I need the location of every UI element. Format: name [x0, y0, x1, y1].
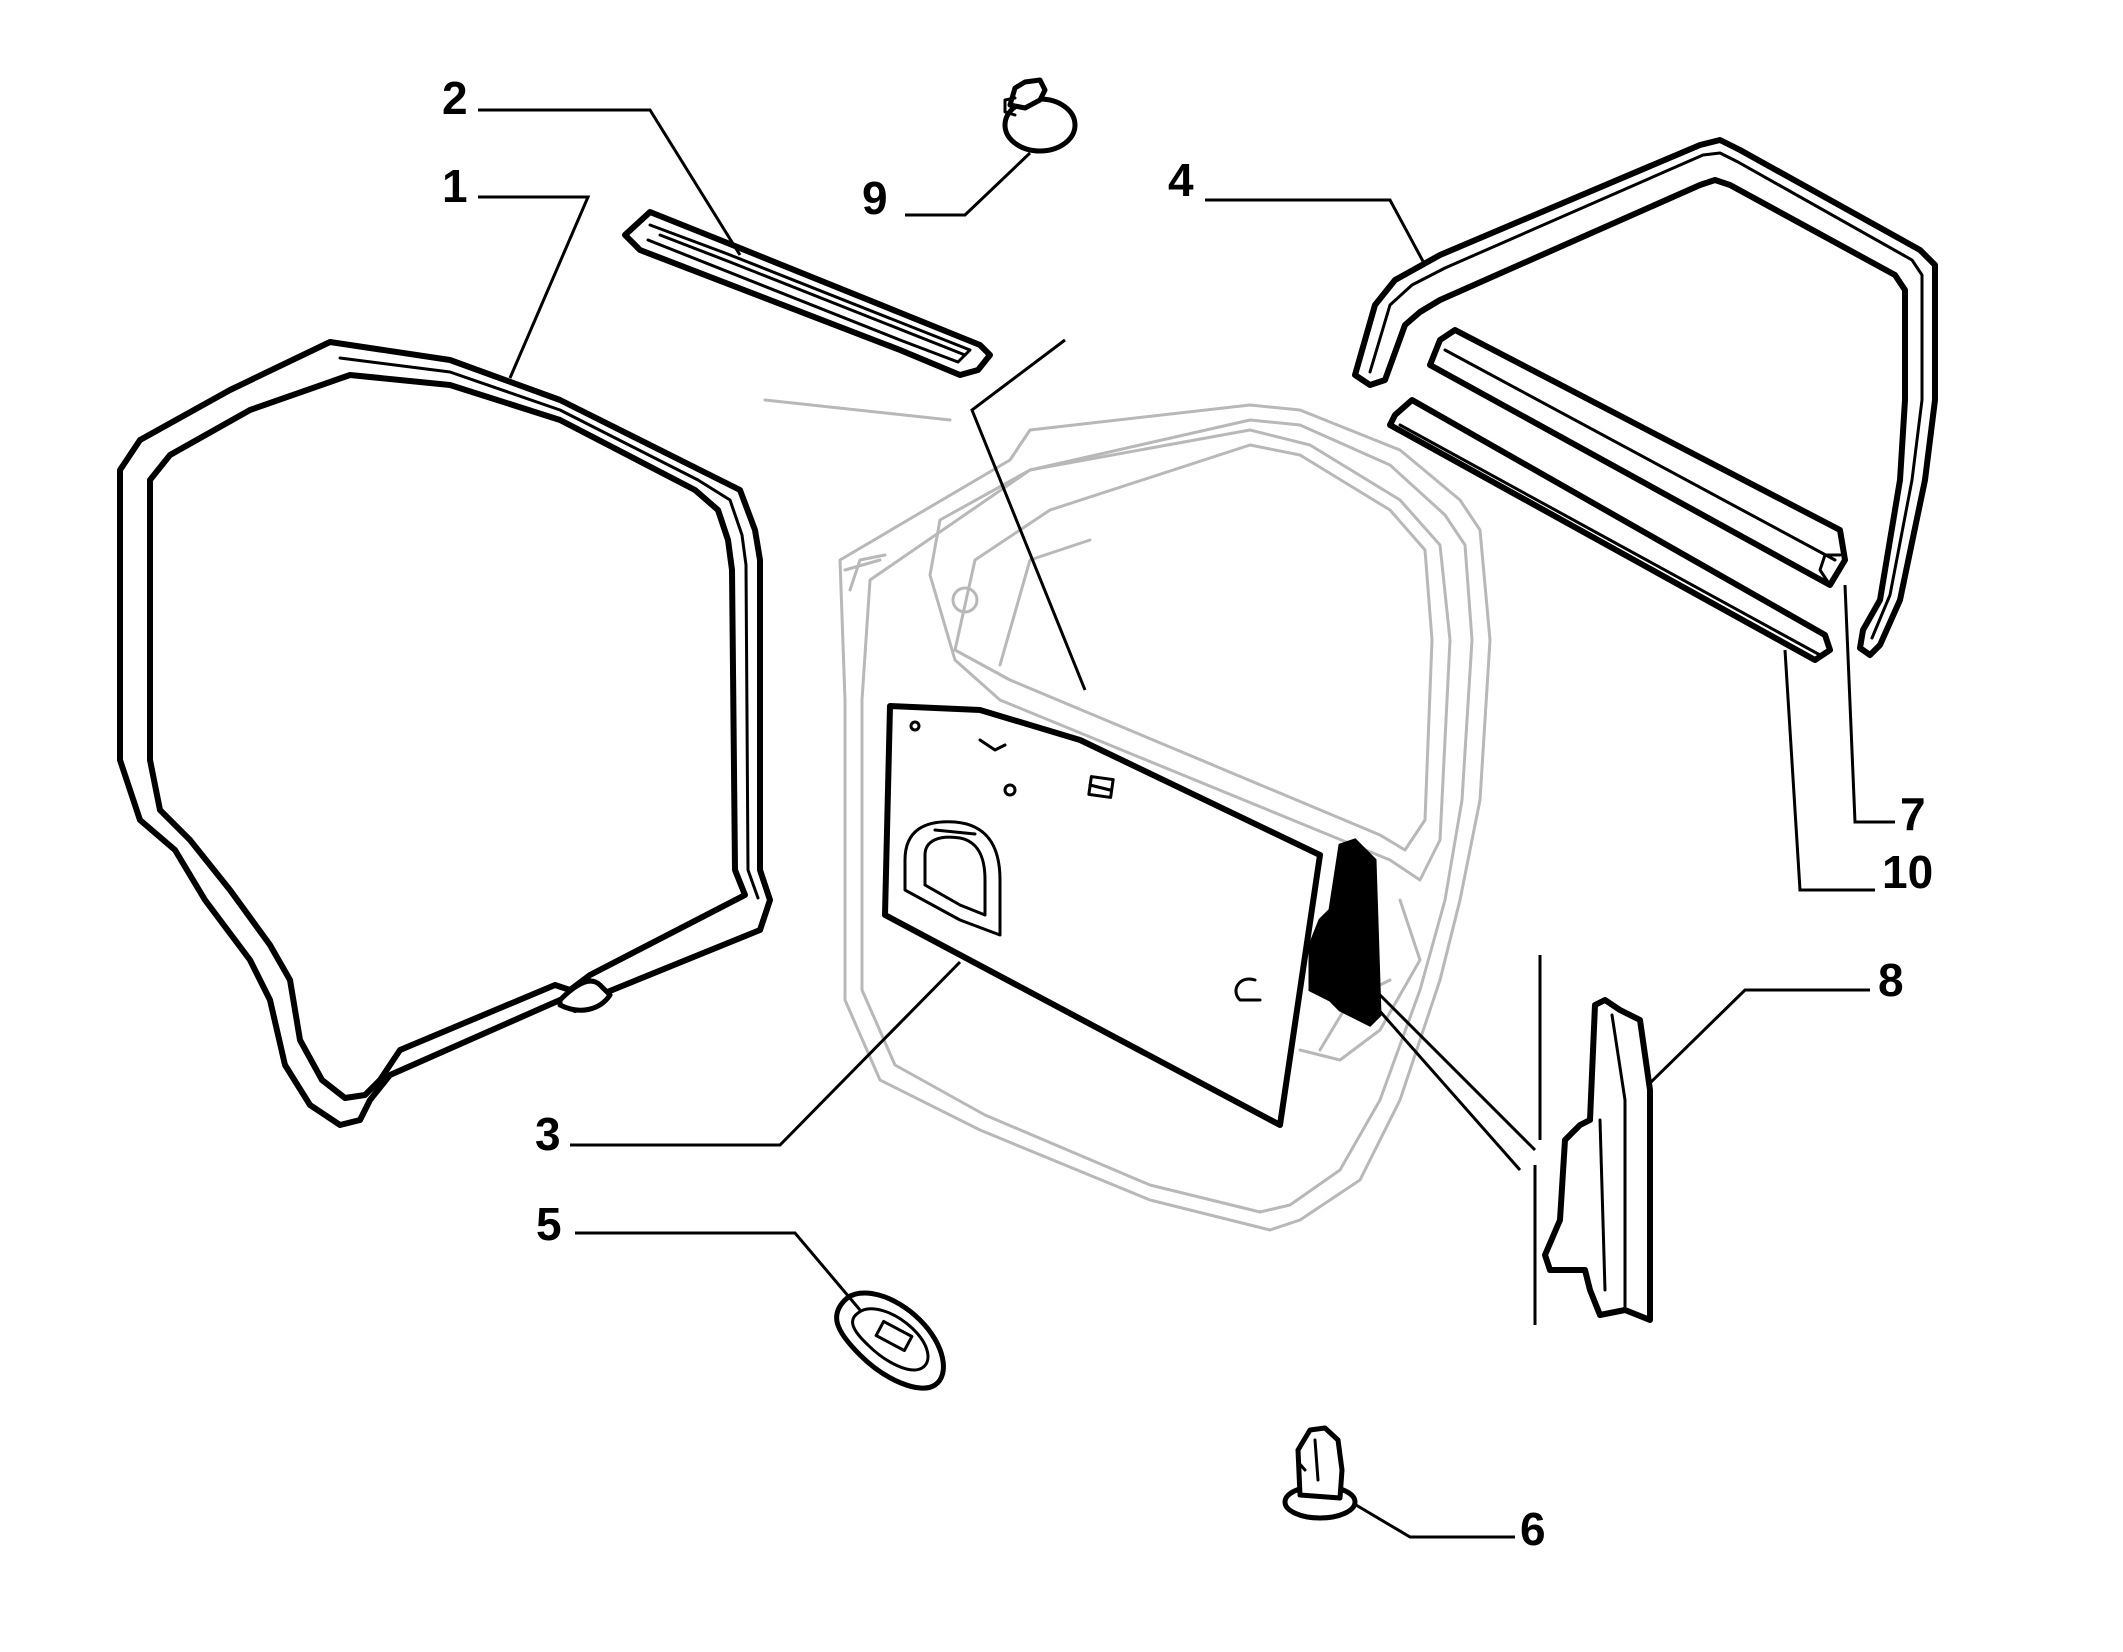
- callout-2: 2: [442, 72, 468, 124]
- callout-9: 9: [862, 172, 888, 224]
- leader-9: [905, 151, 1032, 217]
- leader-3: [570, 960, 962, 1147]
- callout-4: 4: [1168, 154, 1194, 206]
- part-6-snap-fastener: [1282, 1425, 1358, 1521]
- callout-10: 10: [1882, 846, 1933, 898]
- callout-7: 7: [1900, 788, 1926, 840]
- callout-1: 1: [442, 160, 468, 212]
- callout-leaders: [478, 108, 1895, 1539]
- leader-2: [478, 108, 742, 256]
- part-10-window-strip: [1387, 397, 1833, 663]
- part-4-window-frame-seal: [1352, 137, 1938, 658]
- callout-6: 6: [1520, 1503, 1546, 1555]
- leader-8: [1646, 988, 1870, 1087]
- leader-5: [575, 1231, 862, 1311]
- callout-8: 8: [1878, 954, 1904, 1006]
- leader-10: [1783, 649, 1875, 892]
- part-5-grommet: [834, 1290, 946, 1391]
- part-9-push-clip: [1002, 77, 1078, 154]
- part-2-upper-strip: [622, 209, 993, 378]
- callout-3: 3: [535, 1108, 561, 1160]
- leader-1: [478, 195, 591, 379]
- part-1-door-seal: [117, 339, 773, 1128]
- callout-5: 5: [536, 1198, 562, 1250]
- part-3-inner-panel: [882, 703, 1323, 1128]
- part-7-window-strip: [1427, 327, 1848, 588]
- callout-numbers: 1 2 3 4 5 6 7 8 9 10: [442, 72, 1933, 1555]
- leader-4: [1205, 198, 1427, 266]
- door-body-ghost: [763, 398, 1492, 1232]
- pillar-trim-dark: [1308, 838, 1542, 1325]
- door-pointer-lines: [970, 338, 1087, 691]
- leader-7: [1843, 584, 1895, 824]
- leader-6: [1355, 1503, 1515, 1539]
- part-8-pillar-trim: [1542, 997, 1653, 1323]
